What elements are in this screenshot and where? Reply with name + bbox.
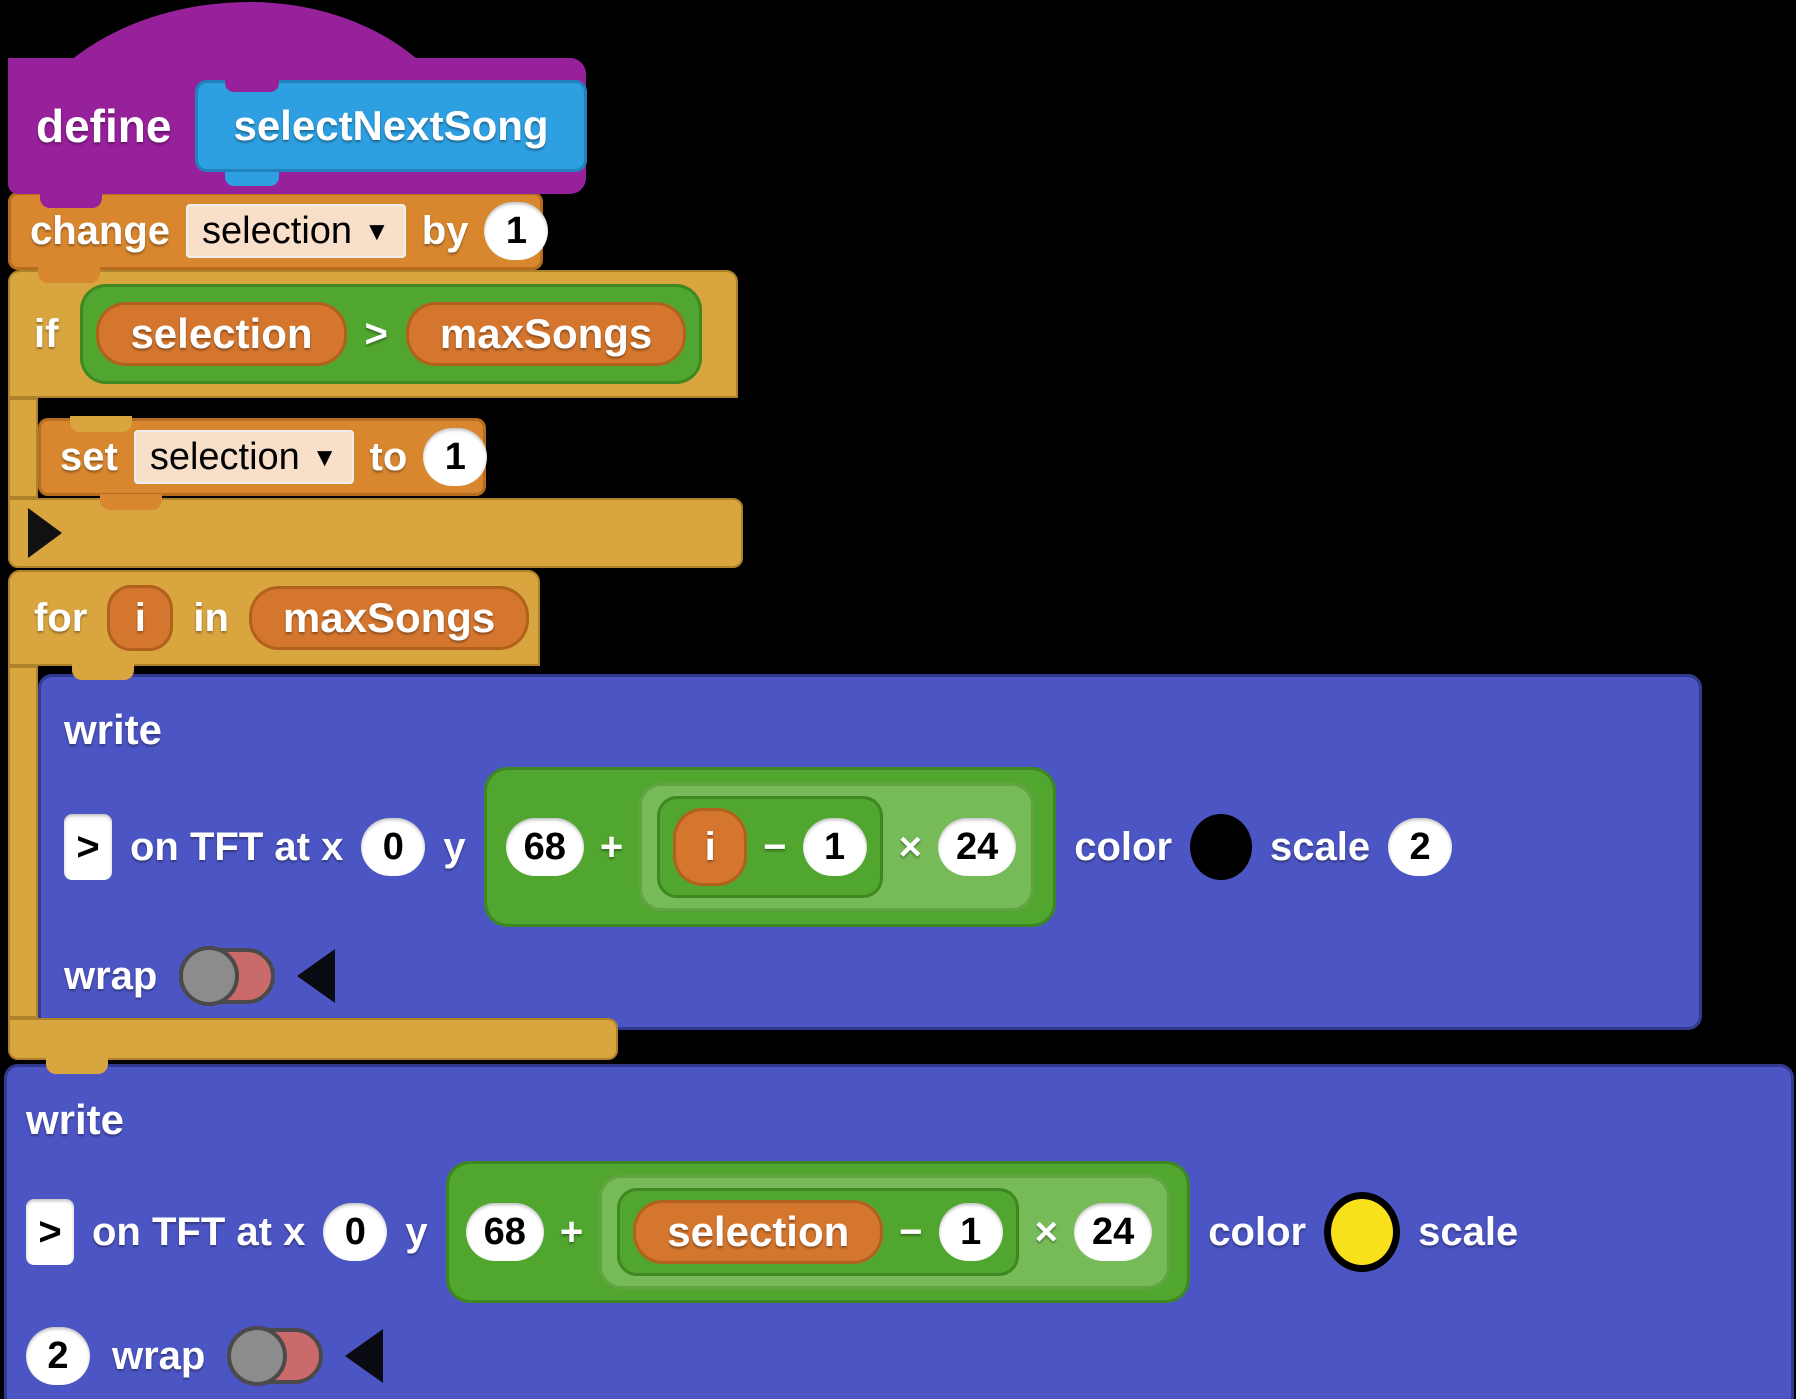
reporter-label: maxSongs bbox=[282, 594, 496, 641]
expression-multiply[interactable]: selection − 1 × 24 bbox=[599, 1175, 1171, 1289]
expression-plus[interactable]: 68 + i − 1 × 24 bbox=[483, 767, 1057, 927]
number-input[interactable]: 1 bbox=[938, 1203, 1003, 1261]
block-bump bbox=[100, 494, 162, 510]
x-input[interactable]: 0 bbox=[323, 1203, 388, 1261]
block-bump bbox=[40, 192, 102, 208]
number-input[interactable]: 24 bbox=[937, 818, 1017, 876]
variable-dropdown[interactable]: selection ▼ bbox=[133, 430, 354, 484]
minus-operator: − bbox=[763, 824, 787, 869]
text-input[interactable]: > bbox=[26, 1199, 74, 1265]
for-label: for bbox=[34, 595, 88, 640]
scale-label: scale bbox=[1270, 824, 1371, 869]
dropdown-arrow-icon: ▼ bbox=[364, 216, 390, 246]
set-label: set bbox=[60, 434, 118, 479]
reporter-label: selection bbox=[130, 310, 313, 357]
reporter-label: maxSongs bbox=[439, 310, 653, 357]
if-label: if bbox=[34, 311, 59, 356]
plus-operator: + bbox=[599, 824, 624, 869]
block-bump bbox=[38, 267, 100, 283]
if-block[interactable]: if selection > maxSongs set selection ▼ bbox=[8, 270, 743, 568]
custom-block-name: selectNextSong bbox=[233, 102, 549, 149]
loop-variable-i[interactable]: i bbox=[673, 808, 748, 886]
color-swatch-yellow[interactable] bbox=[1324, 1192, 1401, 1272]
for-block[interactable]: for i in maxSongs write > on TFT at x 0 … bbox=[8, 570, 1702, 1074]
color-swatch-black[interactable] bbox=[1190, 814, 1253, 880]
scale-input[interactable]: 2 bbox=[1388, 818, 1453, 876]
number-input[interactable]: 1 bbox=[802, 818, 867, 876]
number-input[interactable]: 68 bbox=[465, 1203, 544, 1261]
expression-multiply[interactable]: i − 1 × 24 bbox=[639, 783, 1035, 911]
toggle-knob bbox=[179, 946, 240, 1006]
set-value-input[interactable]: 1 bbox=[423, 428, 488, 486]
number-input[interactable]: 24 bbox=[1074, 1203, 1153, 1261]
expression-minus[interactable]: i − 1 bbox=[657, 796, 883, 898]
scale-input[interactable]: 2 bbox=[26, 1327, 90, 1385]
change-block[interactable]: change selection ▼ by 1 bbox=[8, 192, 549, 283]
wrap-toggle[interactable] bbox=[179, 946, 276, 1006]
scale-label: scale bbox=[1418, 1209, 1519, 1254]
change-value-input[interactable]: 1 bbox=[484, 202, 549, 260]
text-input[interactable]: > bbox=[64, 814, 112, 880]
variable-dropdown[interactable]: selection ▼ bbox=[186, 204, 406, 258]
color-label: color bbox=[1074, 824, 1173, 869]
color-label: color bbox=[1208, 1209, 1307, 1254]
toggle-knob bbox=[227, 1326, 288, 1386]
collapse-arrow-icon[interactable] bbox=[345, 1329, 384, 1383]
dropdown-value: selection bbox=[202, 209, 353, 252]
reporter-label: i bbox=[134, 595, 146, 640]
reporter-label: i bbox=[704, 824, 716, 869]
wrap-label: wrap bbox=[64, 953, 158, 998]
write-block-loop[interactable]: write > on TFT at x 0 y 68 + i bbox=[38, 674, 1702, 1030]
expression-minus[interactable]: selection − 1 bbox=[617, 1188, 1019, 1276]
minus-operator: − bbox=[899, 1209, 923, 1254]
boolean-condition[interactable]: selection > maxSongs bbox=[80, 284, 703, 384]
expression-plus[interactable]: 68 + selection − 1 × 24 bbox=[445, 1161, 1191, 1303]
on-tft-label: on TFT at x bbox=[130, 824, 344, 869]
greater-than-operator: > bbox=[364, 311, 388, 356]
reporter-label: selection bbox=[667, 1208, 850, 1255]
loop-variable-i[interactable]: i bbox=[107, 585, 174, 651]
on-tft-label: on TFT at x bbox=[92, 1209, 306, 1254]
variable-reporter-selection[interactable]: selection bbox=[633, 1200, 884, 1264]
variable-reporter-maxsongs[interactable]: maxSongs bbox=[405, 302, 687, 366]
block-bump bbox=[46, 1058, 108, 1074]
expand-arrow-icon[interactable] bbox=[28, 508, 62, 558]
x-input[interactable]: 0 bbox=[361, 818, 426, 876]
plus-operator: + bbox=[559, 1209, 584, 1254]
by-label: by bbox=[421, 208, 469, 253]
dropdown-arrow-icon: ▼ bbox=[311, 442, 338, 472]
times-operator: × bbox=[898, 824, 922, 869]
write-label: write bbox=[26, 1096, 125, 1143]
custom-block-prototype[interactable]: selectNextSong bbox=[195, 78, 587, 186]
write-label: write bbox=[64, 706, 163, 753]
change-label: change bbox=[30, 208, 171, 253]
to-label: to bbox=[369, 434, 408, 479]
variable-reporter-selection[interactable]: selection bbox=[96, 302, 347, 366]
c-mouth-bump bbox=[72, 664, 134, 680]
write-block-selected[interactable]: write > on TFT at x 0 y 68 + selection −… bbox=[4, 1064, 1794, 1399]
y-label: y bbox=[443, 824, 466, 869]
times-operator: × bbox=[1034, 1209, 1059, 1254]
variable-reporter-maxsongs[interactable]: maxSongs bbox=[248, 586, 530, 650]
wrap-toggle[interactable] bbox=[227, 1326, 324, 1386]
c-mouth-bump bbox=[70, 416, 132, 432]
in-label: in bbox=[193, 595, 229, 640]
collapse-arrow-icon[interactable] bbox=[297, 949, 336, 1003]
define-keyword: define bbox=[36, 100, 172, 152]
y-label: y bbox=[405, 1209, 428, 1254]
number-input[interactable]: 68 bbox=[505, 818, 584, 876]
wrap-label: wrap bbox=[112, 1333, 206, 1378]
dropdown-value: selection bbox=[149, 435, 300, 478]
define-hat-block[interactable]: define selectNextSong bbox=[8, 2, 587, 208]
